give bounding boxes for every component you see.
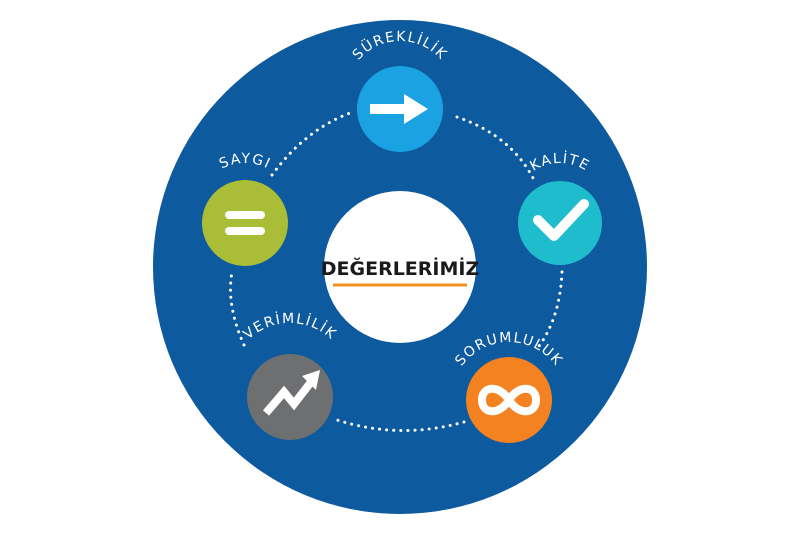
center-circle xyxy=(324,191,476,343)
dotted-connectors xyxy=(229,111,564,432)
connector-sorumluluk-verimlilik xyxy=(335,418,466,432)
value-label-saygi: SAYGI xyxy=(217,151,273,173)
value-circle-saygi xyxy=(202,180,288,266)
connector-verimlilik-saygi xyxy=(229,270,246,347)
trend-up-icon xyxy=(262,370,320,416)
arrow-right-icon xyxy=(370,94,428,124)
equals-icon xyxy=(225,211,265,235)
check-icon xyxy=(533,199,589,241)
value-node-saygi: SAYGI xyxy=(202,151,288,266)
value-label-saygi-path: SAYGI xyxy=(217,151,272,173)
center-label: DEĞERLERİMİZ xyxy=(321,256,480,280)
infinity-icon xyxy=(478,384,540,416)
